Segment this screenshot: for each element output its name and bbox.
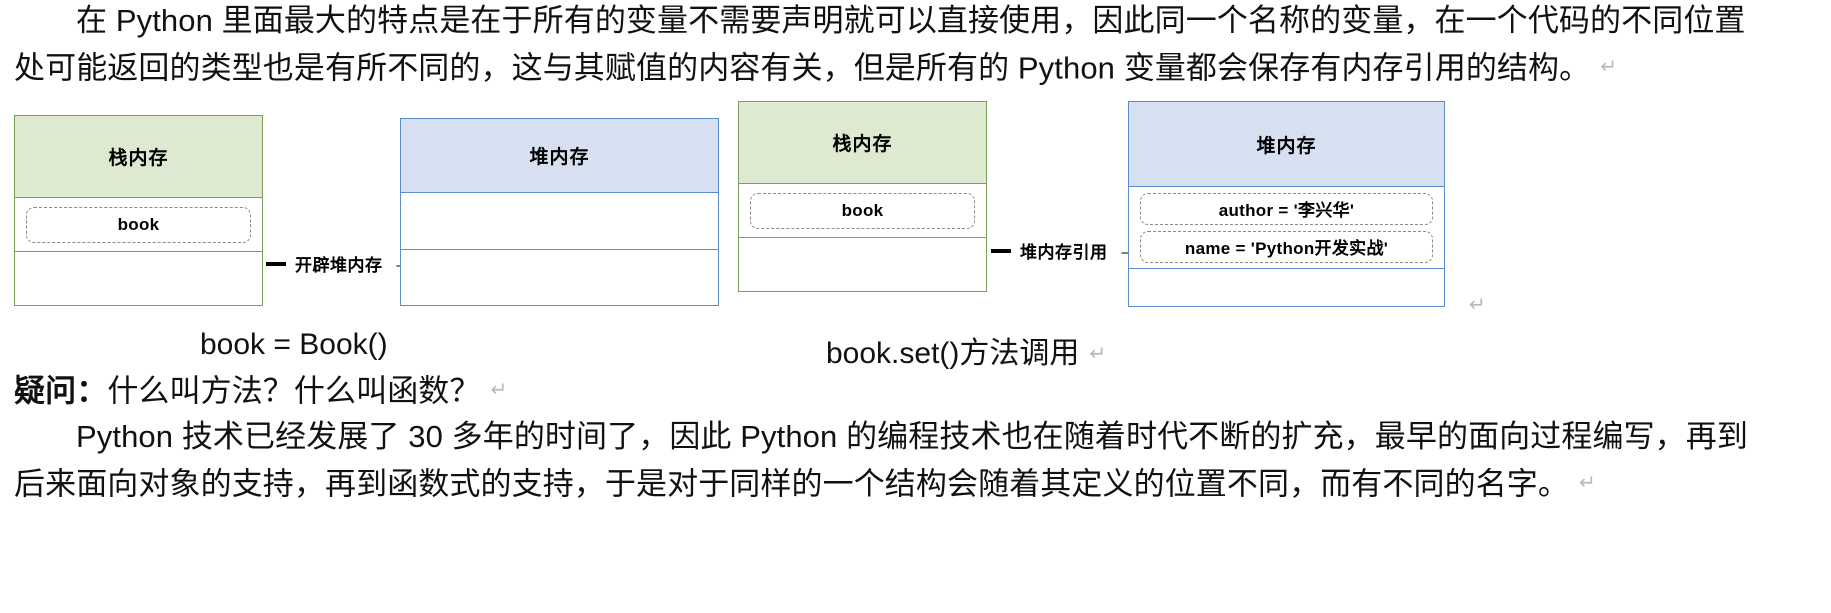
arrow-right-icon: → [391,248,416,276]
stack-variable-slot-book-1-label: book [117,214,160,234]
paragraph-2-line-2: 后来面向对象的支持，再到函数式的支持，于是对于同样的一个结构会随着其定义的位置不… [14,460,1596,508]
heap-memory-block-1-row-2 [400,250,719,306]
stack-memory-block-2-row-1: book [738,184,987,238]
stack-memory-block-2-header: 栈内存 [738,101,987,184]
stack-variable-slot-book-1: book [26,206,251,243]
connector-heap-reference-label: 堆内存引用 [1020,243,1108,262]
heap-memory-block-2-row-3 [1128,269,1445,307]
diagram-pilcrow-mark: ↵ [1469,294,1486,316]
connector-allocate-heap-label: 开辟堆内存 [295,256,383,275]
question-text: 什么叫方法？什么叫函数？ [107,373,481,409]
question-line: 疑问：什么叫方法？什么叫函数？ ↵ [14,367,507,415]
paragraph-2-line-1-text: Python 技术已经发展了 30 多年的时间了，因此 Python 的编程技术… [76,419,1748,454]
heap-field-author-label: author = '李兴华' [1218,201,1355,220]
connector-allocate-heap-dash [266,261,286,266]
stack-memory-block-1: 栈内存 book [14,115,263,306]
paragraph-1-line-2: 处可能返回的类型也是有所不同的，这与其赋值的内容有关，但是所有的 Python … [14,44,1617,92]
connector-heap-reference-dash [991,248,1011,253]
caption-book-assignment-label: book = Book() [200,328,388,361]
stack-memory-block-2-row-2 [738,238,987,292]
paragraph-1-line-2-text: 处可能返回的类型也是有所不同的，这与其赋值的内容有关，但是所有的 Python … [14,50,1591,86]
heap-memory-block-2-header-label: 堆内存 [1256,135,1317,157]
paragraph-2-line-1: Python 技术已经发展了 30 多年的时间了，因此 Python 的编程技术… [14,414,1748,460]
stack-memory-block-2-header-label: 栈内存 [832,134,893,155]
caption-book-set-call-label: book.set()方法调用 [826,337,1080,370]
paragraph-2-pilcrow-mark: ↵ [1579,472,1596,494]
connector-allocate-heap: 开辟堆内存 → [266,248,416,276]
caption-book-set-call: book.set()方法调用 ↵ [826,328,1106,372]
paragraph-1-line-1-text: 在 Python 里面最大的特点是在于所有的变量不需要声明就可以直接使用，因此同… [76,3,1746,38]
stack-memory-block-1-row-1: book [14,198,263,252]
heap-memory-block-2-header: 堆内存 [1128,101,1445,187]
heap-memory-block-1-row-1 [400,193,719,250]
stack-memory-block-2: 栈内存 book [738,101,987,292]
stack-memory-block-1-header: 栈内存 [14,115,263,198]
heap-field-author: author = '李兴华' [1140,192,1433,225]
paragraph-2-line-2-text: 后来面向对象的支持，再到函数式的支持，于是对于同样的一个结构会随着其定义的位置不… [14,466,1569,502]
pilcrow-mark: ↵ [1600,56,1618,78]
question-pilcrow-mark: ↵ [490,379,508,401]
caption-pilcrow-mark: ↵ [1089,343,1107,366]
heap-field-name: name = 'Python开发实战' [1140,230,1433,263]
caption-book-assignment: book = Book() [200,328,388,362]
question-label: 疑问： [14,373,108,409]
heap-field-name-label: name = 'Python开发实战' [1184,239,1389,258]
heap-memory-block-1: 堆内存 [400,118,719,306]
paragraph-1-line-1: 在 Python 里面最大的特点是在于所有的变量不需要声明就可以直接使用，因此同… [14,0,1746,44]
heap-memory-block-2-row-fields: author = '李兴华' name = 'Python开发实战' [1128,187,1445,269]
stack-memory-block-1-row-2 [14,252,263,306]
heap-memory-block-1-header-label: 堆内存 [529,147,590,168]
heap-memory-block-1-header: 堆内存 [400,118,719,193]
arrow-right-icon-2: → [1116,235,1141,263]
stack-variable-slot-book-2: book [750,192,975,229]
connector-heap-reference: 堆内存引用 → [991,235,1141,263]
heap-memory-block-2: 堆内存 author = '李兴华' name = 'Python开发实战' [1128,101,1445,308]
stack-variable-slot-book-2-label: book [841,200,884,220]
stack-memory-block-1-header-label: 栈内存 [108,148,169,169]
